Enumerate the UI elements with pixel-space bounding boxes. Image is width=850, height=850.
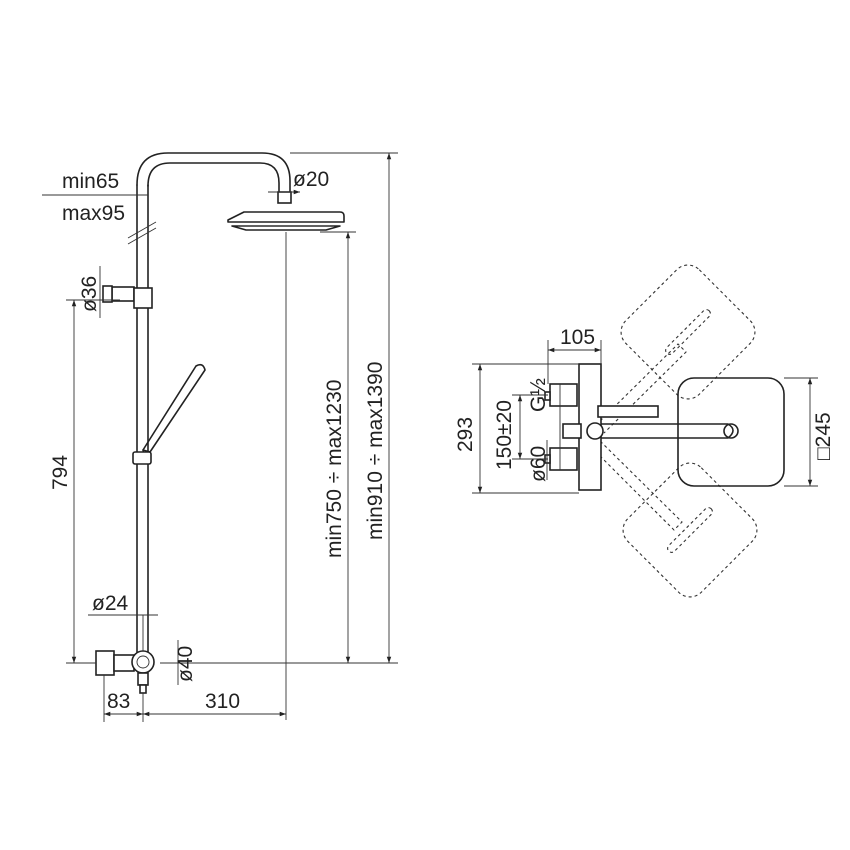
dim-center-distance: 150±20 [493, 394, 548, 470]
dim-offset: min65 max95 [42, 170, 148, 225]
dim-bottom: 83 310 [103, 675, 286, 722]
label-range-1: min750 ÷ max1230 [323, 380, 346, 558]
dim-thread: G½ [527, 378, 550, 412]
label-d40: ø40 [174, 646, 197, 682]
label-thread: G½ [527, 378, 550, 412]
overhead-shower-head [227, 211, 345, 231]
shower-arm [127, 152, 292, 245]
arm-top [597, 423, 734, 439]
mixer-body-top [544, 363, 659, 491]
top-view: 105 293 150±20 G½ ø60 [454, 264, 835, 598]
dim-valve-diameter: ø40 [174, 640, 197, 685]
ghost-head-lower [622, 462, 758, 598]
shower-head-top [677, 377, 785, 487]
label-794: 794 [49, 455, 72, 490]
ghost-head-upper [620, 264, 756, 400]
dim-head-size: □245 [784, 377, 835, 487]
label-150: 150±20 [493, 400, 516, 470]
dim-connector-diameter: ø24 [88, 592, 158, 616]
label-310: 310 [205, 690, 240, 713]
mixer-valve [95, 615, 155, 694]
riser-pipe [136, 184, 149, 664]
label-d60: ø60 [527, 446, 550, 482]
label-d20: ø20 [293, 168, 329, 191]
dim-adjust-range-1: min750 ÷ max1230 [160, 231, 356, 664]
label-range-2: min910 ÷ max1390 [364, 362, 387, 540]
label-max95: max95 [62, 202, 125, 225]
label-d24: ø24 [92, 592, 129, 615]
side-elevation-view: min65 max95 ø20 ø36 794 min750 ÷ max1230 [42, 152, 398, 722]
dim-105: 105 [547, 326, 602, 384]
dim-knob-diameter: ø60 [527, 440, 550, 482]
label-293: 293 [454, 417, 477, 452]
upper-wall-bracket [102, 285, 153, 309]
dim-adjust-range-2: min910 ÷ max1390 [290, 152, 398, 664]
label-245: □245 [812, 412, 835, 460]
dim-794: 794 [49, 299, 120, 664]
dim-293: 293 [454, 363, 579, 494]
dim-bracket-diameter: ø36 [78, 266, 101, 318]
hand-shower [132, 363, 206, 465]
label-83: 83 [107, 690, 130, 713]
dim-pipe-diameter: ø20 [268, 168, 329, 195]
label-min65: min65 [62, 170, 119, 193]
ghost-arms [589, 343, 687, 531]
label-d36: ø36 [78, 276, 101, 312]
label-105: 105 [560, 326, 595, 349]
